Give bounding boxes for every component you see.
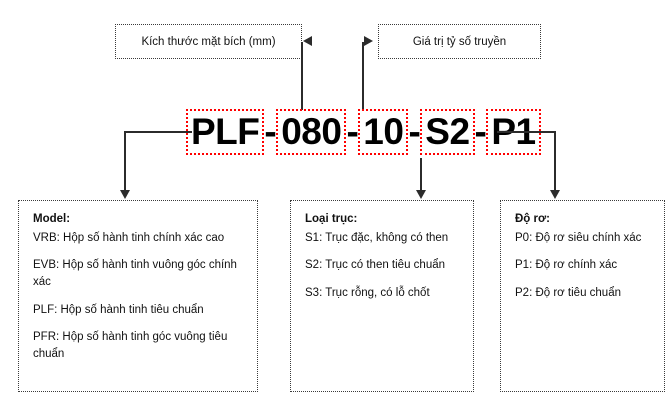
callout-backlash-entry-p2: P2: Độ rơ tiêu chuẩn [515, 287, 621, 300]
callout-backlash-entry-p1: P1: Độ rơ chính xác [515, 259, 618, 272]
callout-model-entry-vrb: VRB: Hộp số hành tinh chính xác cao [33, 231, 225, 244]
code-segment-080[interactable]: 080 [276, 108, 347, 156]
code-segment-plf[interactable]: PLF [186, 108, 265, 156]
callout-gear-ratio: Giá trị tỷ số truyền [378, 24, 541, 59]
arrow-down-icon-shaft [416, 190, 426, 199]
arrow-down-icon-backlash [550, 190, 560, 199]
model-code: PLF - 080 - 10 - S2 - P1 [186, 106, 541, 158]
connector-line-shaft-vertical [420, 158, 422, 192]
code-separator-3: - [408, 111, 421, 153]
callout-model-entry-evb: EVB: Hộp số hành tinh vuông góc chính xá… [33, 259, 237, 289]
callout-shaft-entry-s2: S2: Trục có then tiêu chuẩn [305, 259, 446, 272]
arrow-left-icon-flange [303, 36, 312, 46]
callout-backlash: Độ rơ: P0: Độ rơ siêu chính xác P1: Độ r… [500, 200, 665, 392]
callout-backlash-heading: Độ rơ: [515, 213, 551, 225]
connector-line-flange-vertical [301, 42, 303, 110]
callout-model-entry-pfr: PFR: Hộp số hành tinh góc vuông tiêu chu… [33, 331, 228, 361]
code-separator-2: - [346, 111, 359, 153]
code-separator-1: - [264, 111, 277, 153]
arrow-down-icon-model [120, 190, 130, 199]
code-segment-s2[interactable]: S2 [420, 108, 475, 156]
connector-line-model-vertical [124, 131, 126, 191]
callout-model-entry-plf: PLF: Hộp số hành tinh tiêu chuẩn [33, 303, 204, 316]
connector-line-backlash-vertical [554, 131, 556, 191]
callout-shaft-heading: Loại trục: [305, 213, 358, 225]
callout-flange-size-label: Kích thước mặt bích (mm) [141, 35, 276, 48]
code-separator-4: - [474, 111, 487, 153]
code-segment-10[interactable]: 10 [358, 108, 409, 156]
connector-line-backlash-horizontal [497, 131, 556, 133]
callout-model-heading: Model: [33, 213, 71, 225]
callout-shaft-entry-s1: S1: Trục đặc, không có then [305, 231, 449, 244]
connector-line-ratio-vertical [362, 42, 364, 110]
connector-line-model-horizontal [124, 131, 192, 133]
callout-shaft-entry-s3: S3: Trục rỗng, có lỗ chốt [305, 287, 430, 300]
callout-gear-ratio-label: Giá trị tỷ số truyền [412, 35, 507, 48]
callout-model: Model: VRB: Hộp số hành tinh chính xác c… [18, 200, 258, 392]
callout-shaft-type: Loại trục: S1: Trục đặc, không có then S… [290, 200, 474, 392]
callout-backlash-entry-p0: P0: Độ rơ siêu chính xác [515, 231, 642, 244]
callout-flange-size: Kích thước mặt bích (mm) [115, 24, 302, 59]
arrow-right-icon-ratio [364, 36, 373, 46]
